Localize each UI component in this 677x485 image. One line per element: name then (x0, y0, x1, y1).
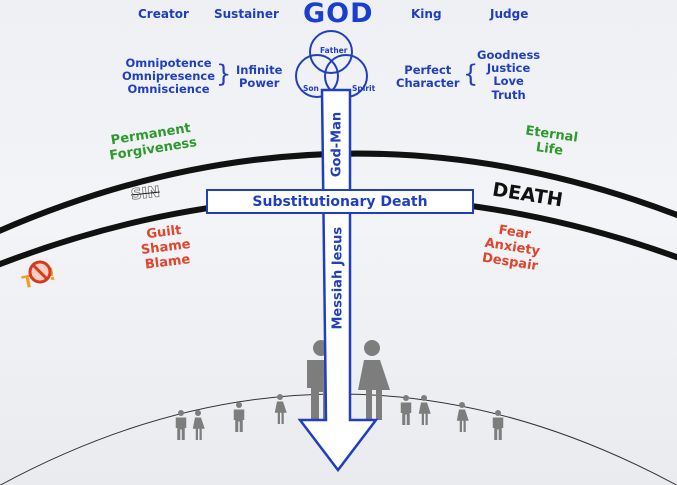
substitutionary-death-crossbar: Substitutionary Death (206, 189, 474, 214)
omnipotence-label: Omnipotence (125, 56, 212, 70)
perfect-character-label: Perfect Character (396, 63, 460, 91)
omni-attributes-list: Omnipotence Omnipresence Omniscience (122, 56, 216, 97)
man-figure-icon (492, 410, 504, 440)
fear-anxiety-despair-list: Fear Anxiety Despair (481, 222, 544, 275)
son-circle (295, 54, 339, 98)
man-figure-icon (400, 395, 412, 425)
perfect-word: Perfect (404, 63, 452, 77)
infinite-power-label: Infinite Power (236, 63, 283, 91)
woman-figure-icon (456, 402, 469, 432)
woman-figure-icon (274, 394, 287, 424)
try-prohibited-icon: T ! (21, 260, 58, 293)
svg-text:!: ! (46, 264, 58, 285)
justice-label: Justice (486, 61, 531, 76)
attribute-king: King (411, 7, 442, 21)
woman-figure-icon (418, 395, 431, 425)
sin-label: SIN (130, 182, 161, 204)
goodness-label: Goodness (477, 48, 541, 62)
substitutionary-death-label: Substitutionary Death (252, 193, 428, 210)
character-word: Character (396, 76, 460, 91)
left-brace-icon: } (216, 60, 232, 88)
god-man-label: God-Man (329, 111, 345, 178)
omnipresence-label: Omnipresence (122, 69, 216, 84)
omniscience-label: Omniscience (127, 82, 210, 97)
love-label: Love (493, 74, 524, 89)
god-title: GOD (303, 0, 374, 29)
cross-arrow-shaft (297, 88, 379, 473)
spirit-label: Spirit (352, 84, 376, 93)
son-label: Son (303, 84, 319, 93)
people-group (175, 340, 504, 440)
messiah-jesus-label: Messiah Jesus (330, 226, 346, 330)
father-circle (309, 30, 353, 74)
character-attributes-list: Goodness Justice Love Truth (477, 48, 541, 102)
woman-figure-icon (192, 410, 205, 440)
woman-figure-icon (358, 340, 390, 420)
man-figure-icon (175, 410, 187, 440)
attribute-sustainer: Sustainer (214, 7, 279, 21)
attribute-judge: Judge (490, 7, 529, 21)
guilt-shame-blame-list: Guilt Shame Blame (138, 223, 193, 274)
man-figure-icon (233, 402, 245, 432)
truth-label: Truth (491, 87, 526, 102)
power-word: Power (238, 76, 280, 91)
infinite-word: Infinite (236, 63, 283, 77)
attribute-creator: Creator (138, 7, 189, 21)
father-label: Father (320, 46, 348, 55)
right-brace-icon: { (463, 60, 479, 88)
